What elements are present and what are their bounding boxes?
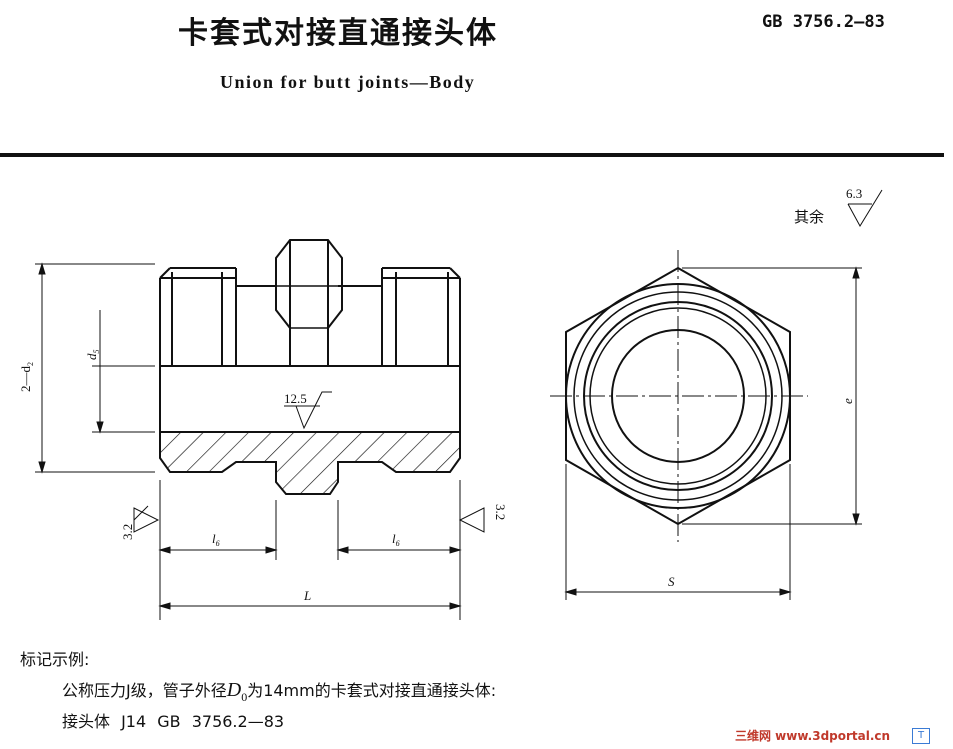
- watermark-text: 三维网 www.3dportal.cn: [735, 729, 891, 743]
- dim-thread-length-left-label: l6: [212, 531, 220, 548]
- side-dimensions: [564, 189, 883, 600]
- front-view: [159, 239, 461, 495]
- roughness-rest-label: 其余: [794, 208, 824, 226]
- header-rule: [0, 153, 944, 157]
- roughness-bore-label: 12.5: [284, 391, 307, 406]
- dim-thread-diameter-label: 2—d2: [18, 362, 35, 392]
- standard-code: GB 3756.2—83: [762, 12, 885, 32]
- dim-thread-length-right-label: l6: [392, 531, 400, 548]
- marking-example-line2: 接头体 J14 GB 3756.2—83: [62, 712, 285, 731]
- english-title: Union for butt joints—Body: [220, 72, 476, 92]
- roughness-face-right-label: 3.2: [493, 504, 508, 520]
- front-dimensions: [35, 262, 485, 620]
- dim-total-length-label: L: [303, 588, 311, 603]
- side-labels: e S 其余 6.3: [668, 186, 862, 589]
- dim-bore-diameter-label: d5: [84, 350, 101, 361]
- side-view: [550, 250, 808, 542]
- marking-example-heading: 标记示例:: [20, 650, 90, 669]
- dim-across-flats-label: S: [668, 574, 675, 589]
- roughness-face-left-label: 3.2: [120, 524, 135, 540]
- technical-drawing: 2—d2 d5 l6 l6 L 12.5 3.2 3.2: [18, 186, 883, 620]
- front-labels: 2—d2 d5 l6 l6 L 12.5 3.2 3.2: [18, 350, 508, 604]
- watermark-icon: T: [912, 728, 930, 744]
- dim-across-corners-label: e: [840, 398, 855, 404]
- marking-example-line1: 公称压力J级，管子外径D0为14mm的卡套式对接直通接头体:: [62, 679, 497, 704]
- page-title: 卡套式对接直通接头体: [178, 16, 498, 51]
- roughness-rest-value: 6.3: [846, 186, 862, 201]
